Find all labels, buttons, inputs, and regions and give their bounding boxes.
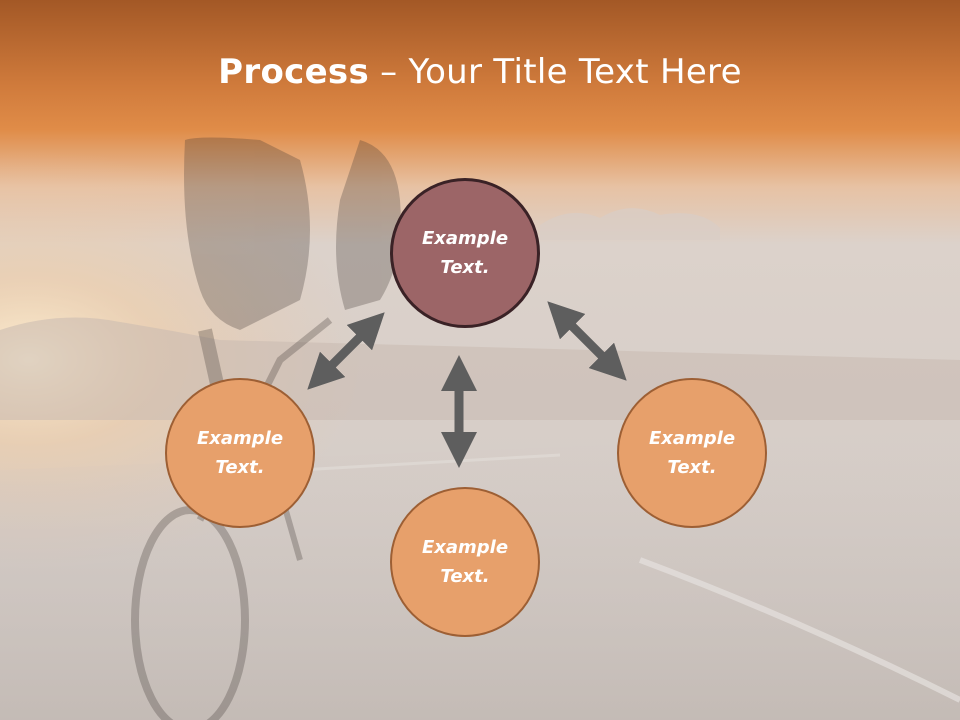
- title-bold: Process: [218, 52, 370, 92]
- left-node-line2: Text.: [215, 457, 265, 478]
- right-node: Example Text.: [617, 378, 767, 528]
- bottom-node: Example Text.: [390, 487, 540, 637]
- slide-title: Process – Your Title Text Here: [0, 52, 960, 92]
- hub-node-label: Example Text.: [400, 224, 530, 282]
- bottom-node-label: Example Text.: [400, 533, 530, 591]
- left-node: Example Text.: [165, 378, 315, 528]
- bottom-node-line2: Text.: [440, 566, 490, 587]
- hub-node: Example Text.: [390, 178, 540, 328]
- right-node-label: Example Text.: [627, 424, 757, 482]
- hub-node-line2: Text.: [440, 257, 490, 278]
- arrow-top-left: [307, 312, 385, 390]
- arrow-top-right: [547, 301, 627, 381]
- hub-node-line1: Example: [421, 228, 509, 249]
- left-node-line1: Example: [196, 428, 284, 449]
- left-node-label: Example Text.: [175, 424, 305, 482]
- bottom-node-line1: Example: [421, 537, 509, 558]
- title-rest: – Your Title Text Here: [369, 52, 742, 92]
- right-node-line1: Example: [648, 428, 736, 449]
- right-node-line2: Text.: [667, 457, 717, 478]
